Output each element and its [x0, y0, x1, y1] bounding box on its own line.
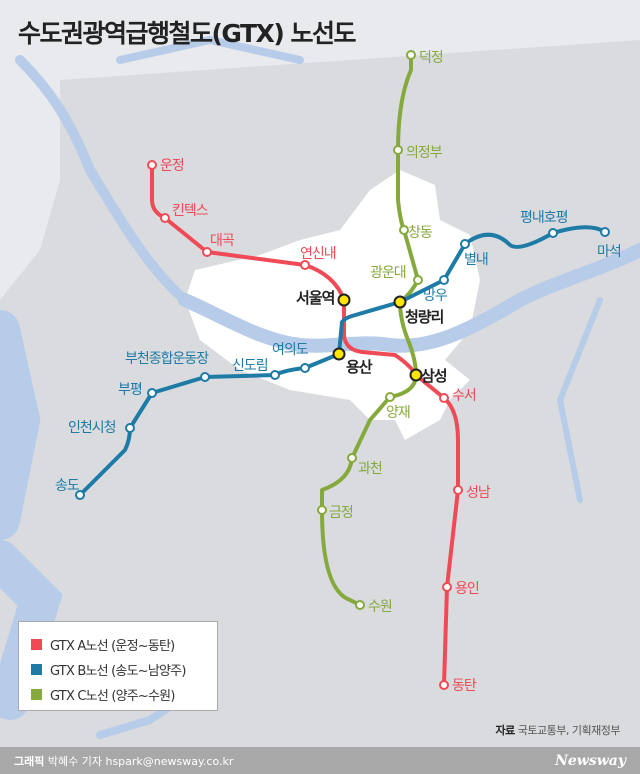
station-marker-unjeong [147, 160, 157, 170]
station-marker-sindorim [270, 370, 280, 380]
legend-label: GTX A노선 (운정~동탄) [50, 639, 175, 654]
station-marker-incheon [125, 423, 135, 433]
station-label-deokjeong: 덕정 [419, 50, 443, 66]
station-label-yongsan: 용산 [346, 358, 373, 376]
station-label-daegok: 대곡 [210, 233, 235, 249]
station-marker-suwon [355, 600, 365, 610]
station-label-seoul: 서울역 [296, 289, 335, 307]
station-label-dongtan: 동탄 [452, 678, 477, 694]
station-label-samseong: 삼성 [421, 367, 447, 385]
station-marker-samseong [409, 368, 423, 382]
station-label-suwon: 수원 [368, 599, 392, 615]
station-marker-yangjae [385, 392, 395, 402]
station-label-songdo: 송도 [55, 478, 80, 494]
legend-swatch [31, 689, 42, 700]
station-marker-dongtan [439, 680, 449, 690]
station-label-yangjae: 양재 [386, 405, 410, 421]
station-label-sindorim: 신도림 [232, 358, 268, 374]
station-label-uijeongbu: 의정부 [406, 145, 443, 161]
legend-item-b: GTX B노선 (송도~남양주) [31, 657, 217, 682]
station-label-incheon: 인천시청 [68, 420, 116, 436]
station-label-yeonsinnae: 연신내 [300, 246, 336, 262]
footer: 그래픽 박혜수 기자 hspark@newsway.co.kr Newsway [0, 747, 640, 774]
station-label-yongin: 용인 [455, 581, 479, 597]
station-marker-bupyeong [147, 388, 157, 398]
station-label-pyeongnae: 평내호평 [520, 210, 568, 226]
station-marker-daegok [202, 247, 212, 257]
legend-swatch [31, 639, 42, 650]
station-marker-suseo [439, 393, 449, 403]
credit-label: 그래픽 [14, 754, 45, 768]
legend-item-c: GTX C노선 (양주~수원) [31, 682, 217, 707]
station-marker-changdong [399, 225, 409, 235]
credit-text: 박혜수 기자 hspark@newsway.co.kr [47, 754, 234, 768]
station-marker-bucheon [200, 372, 210, 382]
source-note: 자료 국토교통부, 기획재정부 [495, 722, 621, 738]
source-text: 국토교통부, 기획재정부 [517, 724, 621, 737]
station-label-byeollae: 별내 [464, 252, 488, 268]
station-marker-kintex [160, 213, 170, 223]
legend-label: GTX B노선 (송도~남양주) [50, 664, 186, 679]
station-marker-yeonsinnae [300, 260, 310, 270]
legend-swatch [31, 664, 42, 675]
station-label-mangu: 망우 [423, 288, 448, 304]
station-marker-songdo [75, 490, 85, 500]
station-marker-maseok [600, 227, 610, 237]
station-label-kintex: 킨텍스 [172, 203, 209, 219]
station-marker-yongin [442, 582, 452, 592]
station-label-unjeong: 운정 [160, 158, 184, 174]
station-label-yeouido: 여의도 [272, 342, 309, 358]
station-marker-deokjeong [406, 50, 416, 60]
legend: GTX A노선 (운정~동탄) GTX B노선 (송도~남양주) GTX C노선… [18, 621, 218, 711]
station-marker-gwacheon [347, 453, 357, 463]
station-marker-pyeongnae [548, 228, 558, 238]
station-label-cheongnyangni: 청량리 [405, 308, 444, 326]
station-marker-uijeongbu [393, 145, 403, 155]
station-label-gwacheon: 과천 [358, 461, 382, 477]
station-label-gwangundae: 광운대 [370, 265, 406, 281]
station-label-changdong: 창동 [408, 225, 433, 241]
station-marker-gwangundae [413, 275, 423, 285]
station-label-bupyeong: 부평 [118, 382, 142, 398]
station-label-suseo: 수서 [452, 388, 476, 404]
brand-logo: Newsway [555, 752, 626, 769]
legend-item-a: GTX A노선 (운정~동탄) [31, 632, 217, 657]
page-title: 수도권광역급행철도(GTX) 노선도 [18, 19, 356, 48]
station-label-seongnam: 성남 [466, 485, 491, 501]
station-label-geumjeong: 금정 [329, 505, 353, 521]
legend-label: GTX C노선 (양주~수원) [50, 689, 175, 704]
source-label: 자료 [495, 724, 516, 737]
station-marker-seoul [337, 293, 351, 307]
station-marker-seongnam [453, 485, 463, 495]
station-marker-byeollae [460, 239, 470, 249]
station-marker-cheongnyangni [393, 295, 407, 309]
station-label-bucheon: 부천종합운동장 [125, 351, 209, 367]
station-marker-yongsan [332, 347, 346, 361]
station-marker-yeouido [300, 363, 310, 373]
station-marker-geumjeong [317, 505, 327, 515]
line-c-path [320, 55, 420, 607]
station-marker-mangu [439, 275, 449, 285]
station-label-maseok: 마석 [597, 244, 621, 260]
